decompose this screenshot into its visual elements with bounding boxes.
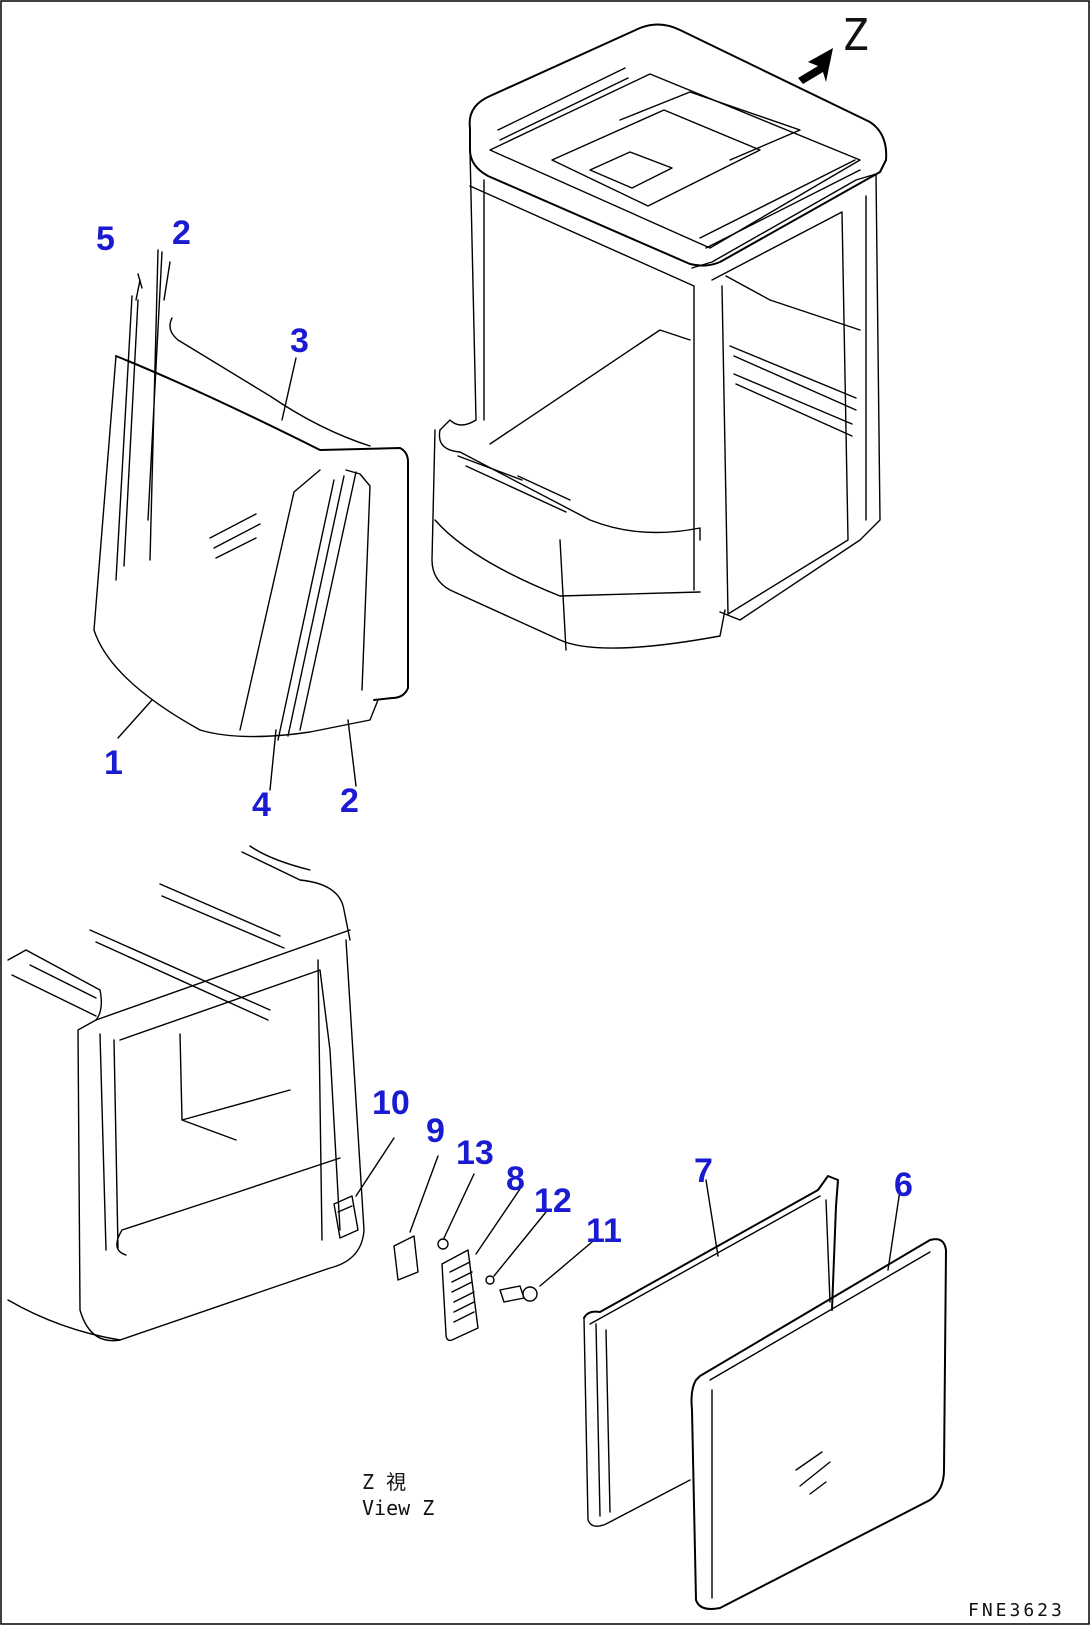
view-marker-label: Z — [842, 10, 869, 61]
callout-6: 6 — [894, 1166, 913, 1204]
callout-9: 9 — [426, 1112, 445, 1150]
view-z-arrow-icon — [798, 48, 833, 84]
callout-12: 12 — [534, 1182, 572, 1220]
callout-3: 3 — [290, 322, 309, 360]
callout-2-top: 2 — [172, 214, 191, 252]
view-caption-japanese: Z 視 — [362, 1470, 407, 1494]
latch-hardware — [333, 1195, 538, 1342]
callout-2-bottom: 2 — [340, 782, 359, 820]
drawing-code: FNE3623 — [968, 1600, 1065, 1621]
callout-7: 7 — [694, 1152, 713, 1190]
weatherstrip-frame — [583, 1175, 839, 1527]
callout-13: 13 — [456, 1134, 494, 1172]
callout-11: 11 — [586, 1212, 622, 1250]
view-caption-english: View Z — [362, 1496, 435, 1520]
callout-5: 5 — [96, 220, 115, 258]
cab-frame-upper — [431, 23, 888, 651]
cab-frame-lower — [7, 845, 365, 1342]
leader-lines — [117, 261, 901, 1287]
callout-10: 10 — [372, 1084, 410, 1122]
callout-4: 4 — [252, 786, 271, 824]
front-glass-assembly — [93, 249, 409, 741]
glass-pane — [690, 1238, 947, 1610]
callout-8: 8 — [506, 1160, 525, 1198]
callout-1: 1 — [104, 744, 123, 782]
